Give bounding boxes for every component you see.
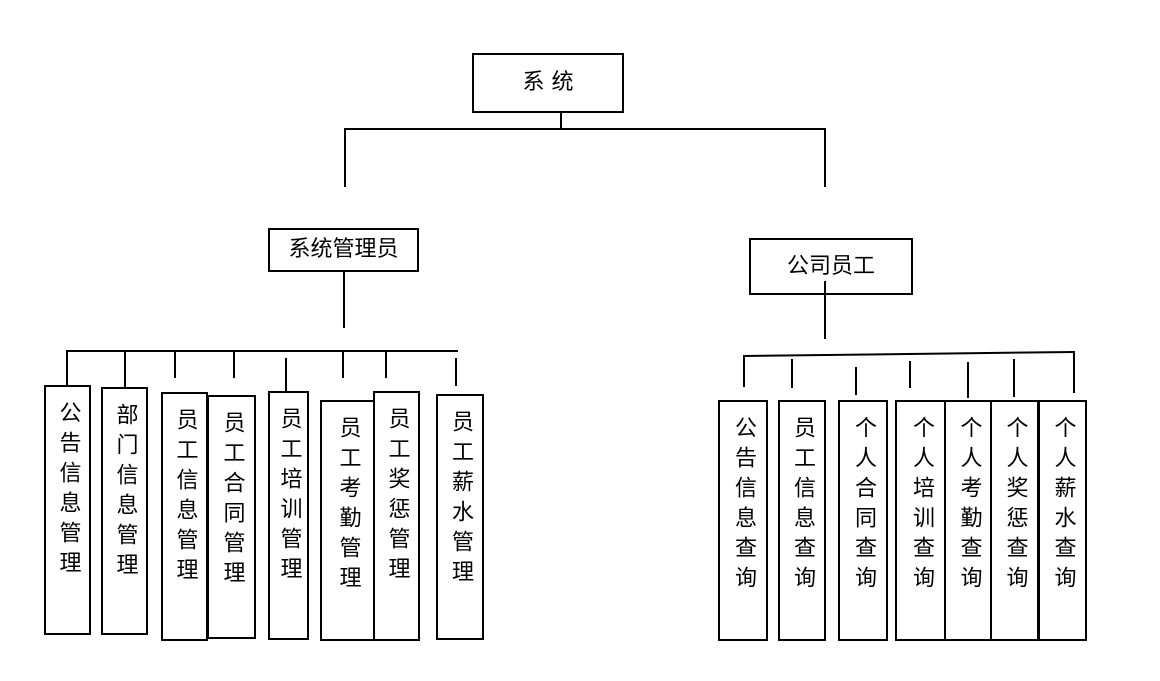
admin-child-label: 员工合同管理 <box>219 411 245 591</box>
employee-node-label: 公司员工 <box>786 253 875 279</box>
employee-child-box: 公告信息查询 <box>718 400 768 641</box>
employee-child-label: 个人考勤查询 <box>956 416 982 596</box>
admin-drop-8 <box>455 358 457 386</box>
admin-drop-7 <box>385 350 387 378</box>
root-branch-bar <box>344 128 826 130</box>
employee-child-label: 个人奖惩查询 <box>1002 416 1028 596</box>
employee-drop-3 <box>855 367 857 395</box>
admin-child-box: 公告信息管理 <box>44 385 91 635</box>
root-to-employee-line <box>824 128 826 187</box>
admin-drop-2 <box>124 350 126 388</box>
root-node-label: 系 统 <box>522 70 574 95</box>
employee-drop-4 <box>909 361 911 388</box>
admin-child-box: 员工信息管理 <box>161 392 208 641</box>
employee-child-box: 个人考勤查询 <box>944 400 993 641</box>
employee-child-box: 员工信息查询 <box>778 400 826 641</box>
employee-child-box: 个人培训查询 <box>895 400 947 641</box>
root-stem <box>560 113 562 130</box>
employee-child-label: 公告信息查询 <box>731 416 756 596</box>
employee-child-label: 个人薪水查询 <box>1050 416 1076 596</box>
root-to-admin-line <box>344 128 346 187</box>
admin-child-box: 员工奖惩管理 <box>373 391 420 641</box>
admin-drop-6 <box>342 350 344 378</box>
employee-stem <box>824 281 826 339</box>
admin-drop-5 <box>285 358 287 392</box>
employee-child-box: 个人薪水查询 <box>1038 400 1087 641</box>
employee-child-box: 个人合同查询 <box>838 400 888 641</box>
admin-child-label: 员工薪水管理 <box>448 410 473 590</box>
employee-drop-5 <box>967 362 969 398</box>
admin-child-box: 员工考勤管理 <box>320 400 375 641</box>
root-node: 系 统 <box>472 53 624 113</box>
admin-drop-4 <box>233 350 235 378</box>
employee-node: 公司员工 <box>749 238 913 295</box>
admin-drop-1 <box>66 350 68 386</box>
employee-drop-2 <box>791 359 793 388</box>
admin-node-label: 系统管理员 <box>288 237 399 262</box>
admin-child-label: 公告信息管理 <box>55 401 81 581</box>
admin-child-label: 员工信息管理 <box>172 408 198 588</box>
admin-child-label: 部门信息管理 <box>112 403 138 583</box>
employee-child-box: 个人奖惩查询 <box>990 400 1039 641</box>
admin-child-label: 员工培训管理 <box>276 407 302 587</box>
employee-child-label: 员工信息查询 <box>790 416 815 596</box>
admin-child-box: 部门信息管理 <box>101 387 148 635</box>
admin-child-label: 员工考勤管理 <box>335 416 361 596</box>
employee-child-label: 个人培训查询 <box>909 416 934 596</box>
admin-child-box: 员工薪水管理 <box>436 394 484 640</box>
admin-branch-bar <box>66 350 458 352</box>
employee-drop-1 <box>743 357 745 387</box>
admin-child-label: 员工奖惩管理 <box>384 407 410 587</box>
admin-child-box: 员工合同管理 <box>207 395 256 639</box>
employee-branch-bar <box>742 350 1075 357</box>
admin-stem <box>343 272 345 328</box>
admin-node: 系统管理员 <box>268 228 419 272</box>
employee-child-label: 个人合同查询 <box>851 416 876 596</box>
admin-child-box: 员工培训管理 <box>268 391 309 640</box>
employee-drop-7 <box>1073 351 1075 393</box>
admin-drop-3 <box>174 350 176 378</box>
employee-drop-6 <box>1013 359 1015 397</box>
